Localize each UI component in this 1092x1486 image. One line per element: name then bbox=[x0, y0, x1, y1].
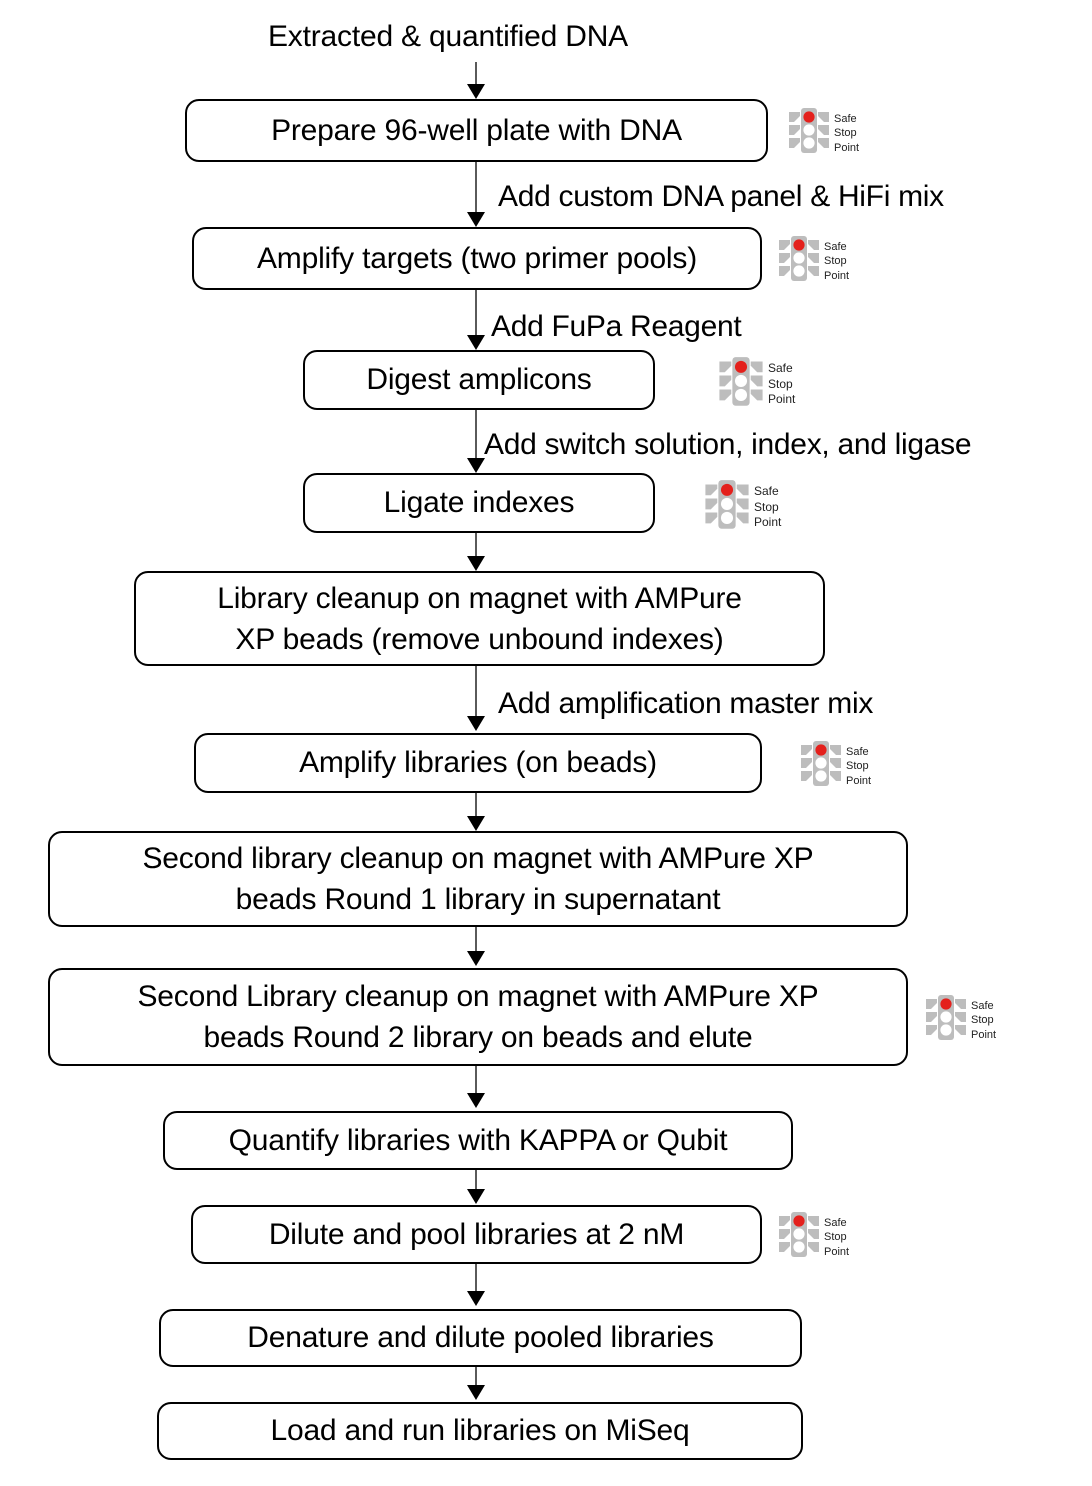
node-label: Denature and dilute pooled libraries bbox=[247, 1321, 714, 1355]
safe-stop-point-text: Safe Stop Point bbox=[754, 484, 781, 531]
safe-stop-point-text: Safe Stop Point bbox=[768, 361, 795, 408]
safe-stop-point-badge-n1: Safe Stop Point bbox=[788, 106, 859, 161]
start-label: Extracted & quantified DNA bbox=[268, 20, 628, 53]
badge-line-3: Point bbox=[824, 1245, 850, 1258]
arrowhead-n5-to-n6 bbox=[467, 716, 485, 731]
node-label-line-1: Second Library cleanup on magnet with AM… bbox=[137, 980, 819, 1013]
connector-n7-to-n8 bbox=[475, 927, 477, 961]
node-digest-amplicons[interactable]: Digest amplicons bbox=[303, 350, 655, 410]
arrowhead-n2-to-n3 bbox=[467, 335, 485, 350]
arrowhead-n8-to-n9 bbox=[467, 1093, 485, 1108]
node-ligate-indexes[interactable]: Ligate indexes bbox=[303, 473, 655, 533]
safe-stop-point-text: Safe Stop Point bbox=[971, 999, 996, 1041]
node-label-line-1: Library cleanup on magnet with AMPure bbox=[217, 581, 742, 615]
badge-line-3: Point bbox=[971, 1028, 997, 1041]
node-amplify-targets[interactable]: Amplify targets (two primer pools) bbox=[192, 227, 762, 290]
arrowhead-n6-to-n7 bbox=[467, 816, 485, 831]
node-label: Amplify targets (two primer pools) bbox=[257, 241, 697, 275]
badge-line-1: Safe bbox=[971, 1000, 994, 1013]
node-label: Load and run libraries on MiSeq bbox=[270, 1414, 690, 1448]
badge-line-1: Safe bbox=[824, 1217, 847, 1230]
traffic-light-icon bbox=[925, 993, 967, 1048]
node-load-and-run-miseq[interactable]: Load and run libraries on MiSeq bbox=[157, 1402, 803, 1460]
badge-line-2: Stop bbox=[971, 1014, 994, 1027]
arrowhead-start-to-n1 bbox=[467, 84, 485, 99]
node-quantify-libraries[interactable]: Quantify libraries with KAPPA or Qubit bbox=[163, 1111, 793, 1170]
arrowhead-n10-to-n11 bbox=[467, 1291, 485, 1306]
badge-line-1: Safe bbox=[824, 241, 847, 254]
edge-label-add-switch-solution: Add switch solution, index, and ligase bbox=[484, 428, 972, 461]
traffic-light-icon bbox=[718, 355, 764, 414]
arrowhead-n9-to-n10 bbox=[467, 1189, 485, 1204]
safe-stop-point-text: Safe Stop Point bbox=[834, 112, 859, 154]
node-label: Ligate indexes bbox=[383, 486, 575, 520]
connector-n1-to-n2 bbox=[475, 162, 477, 222]
node-second-library-cleanup-round1[interactable]: Second library cleanup on magnet with AM… bbox=[48, 831, 908, 927]
connector-n4-to-n5 bbox=[475, 533, 477, 567]
badge-line-2: Stop bbox=[824, 255, 847, 268]
arrowhead-n3-to-n4 bbox=[467, 458, 485, 473]
badge-line-2: Stop bbox=[834, 127, 857, 140]
node-label-line-2: XP beads (remove unbound indexes) bbox=[235, 622, 724, 656]
node-amplify-libraries-on-beads[interactable]: Amplify libraries (on beads) bbox=[194, 733, 762, 793]
badge-line-3: Point bbox=[824, 269, 850, 282]
node-label-line-2: beads Round 1 library in supernatant bbox=[235, 883, 721, 916]
traffic-light-icon bbox=[778, 234, 820, 289]
safe-stop-point-badge-n10: Safe Stop Point bbox=[778, 1210, 849, 1265]
badge-line-2: Stop bbox=[754, 499, 779, 514]
badge-line-1: Safe bbox=[754, 484, 779, 499]
node-second-library-cleanup-round2[interactable]: Second Library cleanup on magnet with AM… bbox=[48, 968, 908, 1066]
connector-n9-to-n10 bbox=[475, 1170, 477, 1198]
connector-n11-to-n12 bbox=[475, 1367, 477, 1391]
edge-label-add-custom-dna-panel: Add custom DNA panel & HiFi mix bbox=[498, 180, 944, 213]
node-label: Quantify libraries with KAPPA or Qubit bbox=[228, 1123, 728, 1157]
node-library-cleanup-magnet[interactable]: Library cleanup on magnet with AMPure XP… bbox=[134, 571, 825, 666]
arrowhead-n7-to-n8 bbox=[467, 951, 485, 966]
traffic-light-icon bbox=[788, 106, 830, 161]
traffic-light-icon bbox=[800, 739, 842, 794]
badge-line-1: Safe bbox=[846, 746, 869, 759]
badge-line-2: Stop bbox=[768, 376, 793, 391]
safe-stop-point-text: Safe Stop Point bbox=[824, 240, 849, 282]
traffic-light-icon bbox=[704, 478, 750, 537]
badge-line-3: Point bbox=[846, 774, 872, 787]
badge-line-3: Point bbox=[768, 392, 796, 407]
node-label: Dilute and pool libraries at 2 nM bbox=[268, 1217, 685, 1251]
connector-start-to-n1 bbox=[475, 62, 477, 94]
node-prepare-96-well-plate[interactable]: Prepare 96-well plate with DNA bbox=[185, 99, 768, 162]
safe-stop-point-text: Safe Stop Point bbox=[824, 1216, 849, 1258]
badge-line-2: Stop bbox=[846, 760, 869, 773]
badge-line-3: Point bbox=[834, 141, 860, 154]
connector-n10-to-n11 bbox=[475, 1264, 477, 1295]
safe-stop-point-badge-n3: Safe Stop Point bbox=[718, 355, 795, 414]
safe-stop-point-badge-n6: Safe Stop Point bbox=[800, 739, 871, 794]
connector-n2-to-n3 bbox=[475, 290, 477, 347]
badge-line-1: Safe bbox=[768, 361, 793, 376]
arrowhead-n4-to-n5 bbox=[467, 556, 485, 571]
edge-label-add-fupa-reagent: Add FuPa Reagent bbox=[491, 310, 742, 343]
safe-stop-point-badge-n2: Safe Stop Point bbox=[778, 234, 849, 289]
node-label: Digest amplicons bbox=[366, 363, 592, 397]
connector-n8-to-n9 bbox=[475, 1066, 477, 1098]
safe-stop-point-badge-n4: Safe Stop Point bbox=[704, 478, 781, 537]
node-label-line-2: beads Round 2 library on beads and elute bbox=[203, 1021, 753, 1054]
edge-label-add-amplification-master-mix: Add amplification master mix bbox=[498, 687, 874, 720]
badge-line-1: Safe bbox=[834, 113, 857, 126]
badge-line-3: Point bbox=[754, 515, 782, 530]
traffic-light-icon bbox=[778, 1210, 820, 1265]
node-label: Prepare 96-well plate with DNA bbox=[271, 113, 682, 147]
node-denature-and-dilute-pooled[interactable]: Denature and dilute pooled libraries bbox=[159, 1309, 802, 1367]
badge-line-2: Stop bbox=[824, 1231, 847, 1244]
connector-n5-to-n6 bbox=[475, 666, 477, 726]
node-label-line-1: Second library cleanup on magnet with AM… bbox=[142, 842, 814, 875]
connector-n3-to-n4 bbox=[475, 410, 477, 468]
node-dilute-and-pool-libraries[interactable]: Dilute and pool libraries at 2 nM bbox=[191, 1205, 762, 1264]
arrowhead-n11-to-n12 bbox=[467, 1385, 485, 1400]
safe-stop-point-text: Safe Stop Point bbox=[846, 745, 871, 787]
arrowhead-n1-to-n2 bbox=[467, 212, 485, 227]
node-label: Amplify libraries (on beads) bbox=[299, 746, 657, 780]
safe-stop-point-badge-n8: Safe Stop Point bbox=[925, 993, 996, 1048]
connector-n6-to-n7 bbox=[475, 793, 477, 827]
